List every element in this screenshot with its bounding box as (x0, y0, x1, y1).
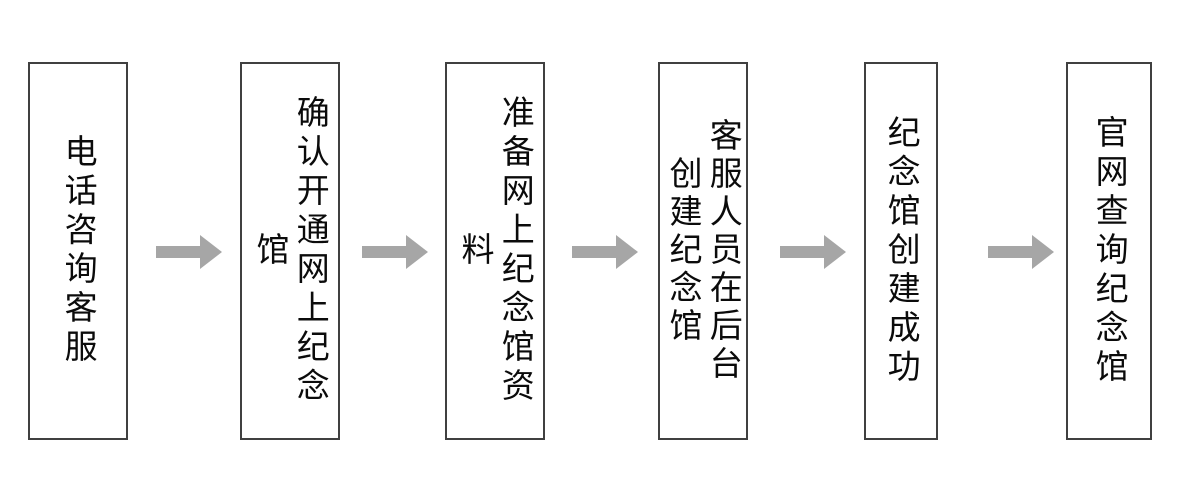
flow-arrow-5-icon (988, 235, 1054, 269)
flow-node-5[interactable]: 纪念馆创建成功 (864, 62, 938, 440)
flow-node-5-label: 纪念馆创建成功 (882, 114, 922, 388)
arrow-head (1032, 235, 1054, 269)
flow-arrow-1-icon (156, 235, 222, 269)
flow-node-2-label: 确认开通网上纪念馆 (251, 95, 331, 407)
flow-arrow-2-icon (362, 235, 428, 269)
flow-node-2[interactable]: 确认开通网上纪念馆 (240, 62, 340, 440)
arrow-head (200, 235, 222, 269)
flow-node-1[interactable]: 电话咨询客服 (28, 62, 128, 440)
arrow-shaft (780, 246, 824, 258)
flow-node-1-label: 电话咨询客服 (59, 134, 99, 368)
flow-arrow-3-icon (572, 235, 638, 269)
flow-node-6[interactable]: 官网查询纪念馆 (1066, 62, 1152, 440)
flow-arrow-4-icon (780, 235, 846, 269)
arrow-head (406, 235, 428, 269)
arrow-shaft (362, 246, 406, 258)
arrow-shaft (572, 246, 616, 258)
flow-node-4[interactable]: 客服人员在后台创建纪念馆 (658, 62, 748, 440)
flow-node-3-label: 准备网上纪念馆资料 (456, 95, 536, 407)
arrow-shaft (988, 246, 1032, 258)
arrow-shaft (156, 246, 200, 258)
flow-node-4-label: 客服人员在后台创建纪念馆 (664, 118, 744, 384)
flow-node-3[interactable]: 准备网上纪念馆资料 (445, 62, 545, 440)
arrow-head (616, 235, 638, 269)
arrow-head (824, 235, 846, 269)
flow-node-6-label: 官网查询纪念馆 (1090, 114, 1130, 388)
